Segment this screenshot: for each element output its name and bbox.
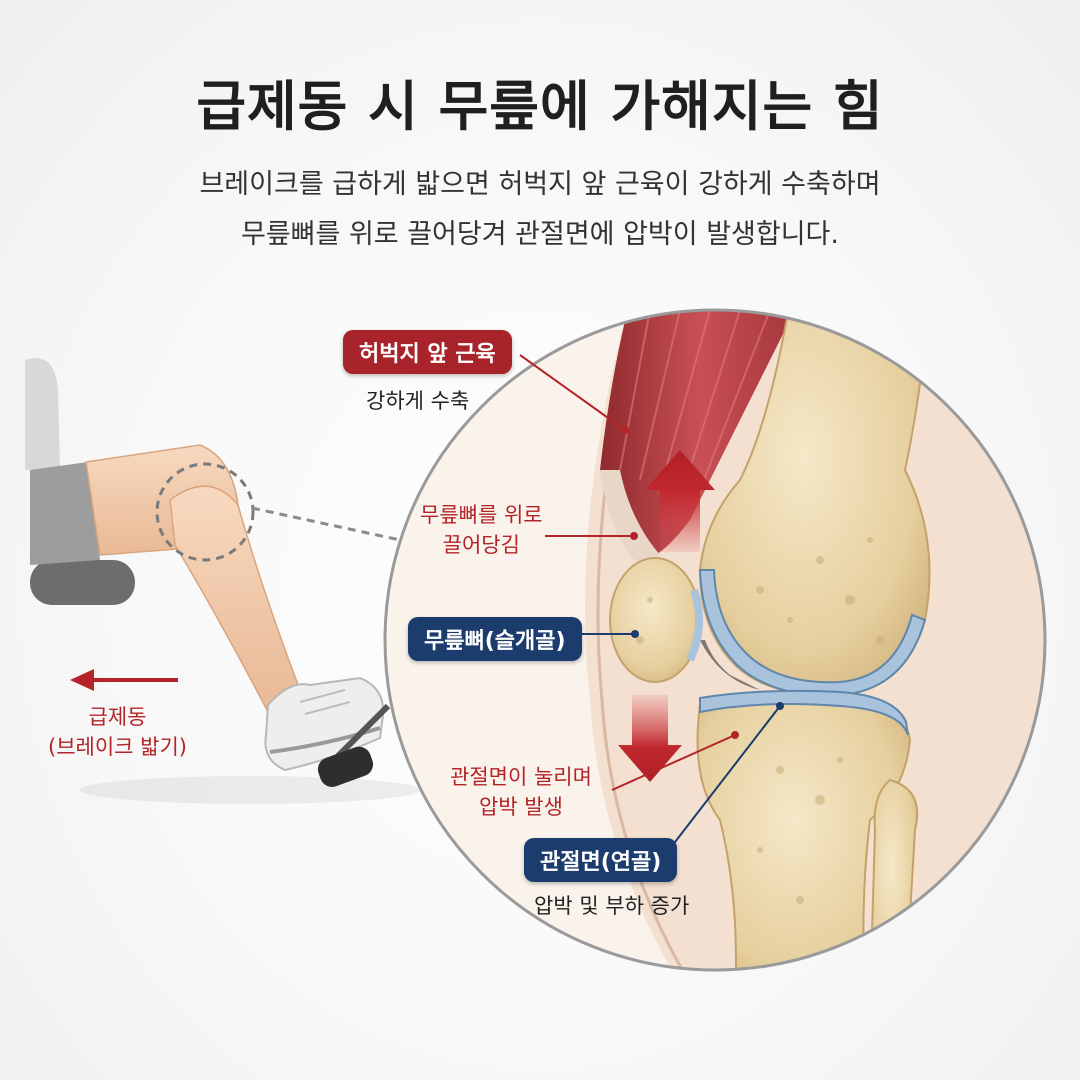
subtitle-line-1: 브레이크를 급하게 밟으면 허벅지 앞 근육이 강하게 수축하며 xyxy=(199,169,881,200)
subtitle: 브레이크를 급하게 밟으면 허벅지 앞 근육이 강하게 수축하며 무릎뼈를 위로… xyxy=(0,160,1080,260)
page-title: 급제동 시 무릎에 가해지는 힘 xyxy=(196,75,884,138)
cartilage-note: 압박 및 부하 증가 xyxy=(534,894,690,918)
knee-anatomy xyxy=(585,310,1045,970)
compression-label-line-2: 압박 발생 xyxy=(478,795,563,819)
subtitle-line-2: 무릎뼈를 위로 끌어당겨 관절면에 압박이 발생합니다. xyxy=(241,219,839,250)
zoom-connector xyxy=(251,506,401,542)
seat-cushion xyxy=(30,560,135,605)
patella-tag: 무릎뼈(슬개골) xyxy=(408,617,582,661)
magnified-circle-border xyxy=(383,308,1047,972)
pull-label-line-2: 끌어당김 xyxy=(442,533,520,557)
brake-label-line-1: 급제동 xyxy=(88,705,147,729)
shorts xyxy=(30,462,100,565)
arrow-down-icon xyxy=(618,695,682,782)
quadriceps-tag: 허벅지 앞 근육 xyxy=(343,330,512,374)
pedal-pad xyxy=(317,746,374,787)
tibia-cartilage xyxy=(699,689,909,736)
patella xyxy=(609,557,701,683)
knee-focus-circle xyxy=(155,462,255,562)
arrow-left-icon xyxy=(70,669,178,691)
brake-label-line-2: (브레이크 밟기) xyxy=(48,735,187,759)
pull-label: 무릎뼈를 위로 끌어당김 xyxy=(420,500,543,560)
driver-leg-illustration xyxy=(25,358,420,804)
compression-label-line-1: 관절면이 눌리며 xyxy=(450,765,592,789)
compression-label: 관절면이 눌리며 압박 발생 xyxy=(450,762,592,822)
leader-lines xyxy=(519,354,784,856)
pull-label-line-1: 무릎뼈를 위로 xyxy=(420,503,543,527)
femur-cartilage xyxy=(698,569,927,697)
car-seat xyxy=(25,358,60,470)
quadriceps-note: 강하게 수축 xyxy=(366,389,470,413)
cartilage-tag: 관절면(연골) xyxy=(524,838,678,882)
fibula xyxy=(868,778,919,970)
shin xyxy=(169,485,301,714)
brake-label: 급제동 (브레이크 밟기) xyxy=(48,702,187,762)
quadriceps-muscle xyxy=(600,310,800,560)
arrow-up-icon xyxy=(645,450,715,552)
